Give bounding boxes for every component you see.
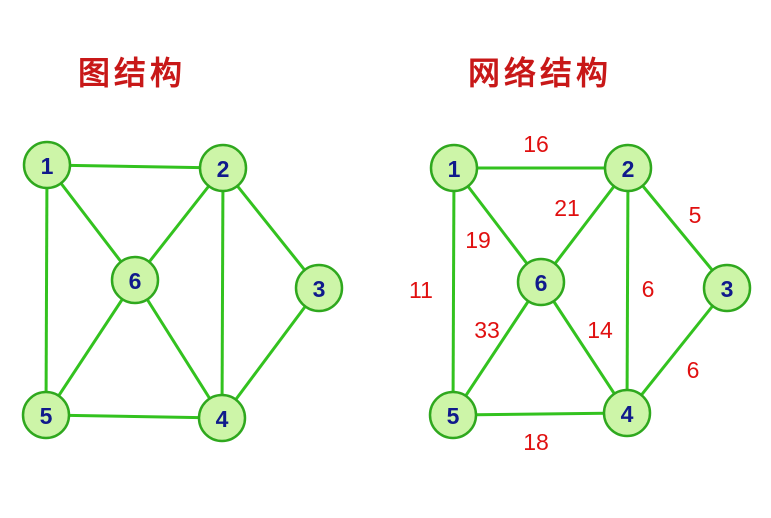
node-5: 5 [428,390,478,440]
node-circle [21,390,71,440]
edge-weight-2-3: 5 [689,202,702,228]
node-circle [22,140,72,190]
edge-5-4 [45,413,223,420]
node-label: 6 [129,268,142,294]
node-circle [429,143,479,193]
node-circle [702,263,752,313]
edge-weight-1-6: 19 [465,227,491,253]
node-circle [294,263,344,313]
node-4: 4 [197,393,247,443]
edge-6-5 [44,279,137,416]
node-label: 2 [217,156,230,182]
edge-weight-6-4: 14 [587,317,613,343]
node-circle [110,255,160,305]
node-label: 5 [447,403,460,429]
node-label: 3 [313,276,326,302]
node-circle [516,257,566,307]
node-label: 4 [216,406,229,432]
node-label: 5 [40,403,53,429]
node-label: 6 [535,270,548,296]
node-label: 1 [41,153,54,179]
edge-3-4 [625,287,729,414]
node-label: 1 [448,156,461,182]
edge-3-4 [220,287,321,419]
edge-5-4 [452,411,628,417]
edge-weight-1-2: 16 [523,131,549,157]
network-structure-title: 网络结构 [468,54,613,92]
node-circle [198,143,248,193]
edge-weight-2-6: 21 [554,195,580,221]
edge-6-4 [539,281,629,414]
node-4: 4 [602,388,652,438]
node-circle [197,393,247,443]
node-circle [428,390,478,440]
edge-1-5 [44,164,49,416]
edge-6-4 [133,279,224,419]
edge-weight-1-5: 11 [409,277,433,303]
node-3: 3 [294,263,344,313]
node-2: 2 [198,143,248,193]
node-6: 6 [516,257,566,307]
edge-weight-2-4: 6 [642,276,655,302]
node-circle [603,143,653,193]
node-3: 3 [702,263,752,313]
graph-structure-title: 图结构 [78,54,187,92]
edge-weight-3-4: 6 [687,357,700,383]
edge-2-4 [220,167,225,419]
edge-2-4 [625,167,630,414]
node-6: 6 [110,255,160,305]
node-circle [602,388,652,438]
node-5: 5 [21,390,71,440]
edge-1-5 [451,167,456,416]
edge-weight-6-5: 33 [474,317,500,343]
node-1: 1 [429,143,479,193]
node-label: 3 [721,276,734,302]
edge-6-5 [451,281,543,416]
node-1: 1 [22,140,72,190]
node-label: 2 [622,156,635,182]
edge-2-3 [626,167,729,289]
edge-2-3 [221,167,321,289]
node-2: 2 [603,143,653,193]
edge-weight-5-4: 18 [523,429,549,455]
edge-1-2 [46,163,224,170]
node-label: 4 [621,401,634,427]
